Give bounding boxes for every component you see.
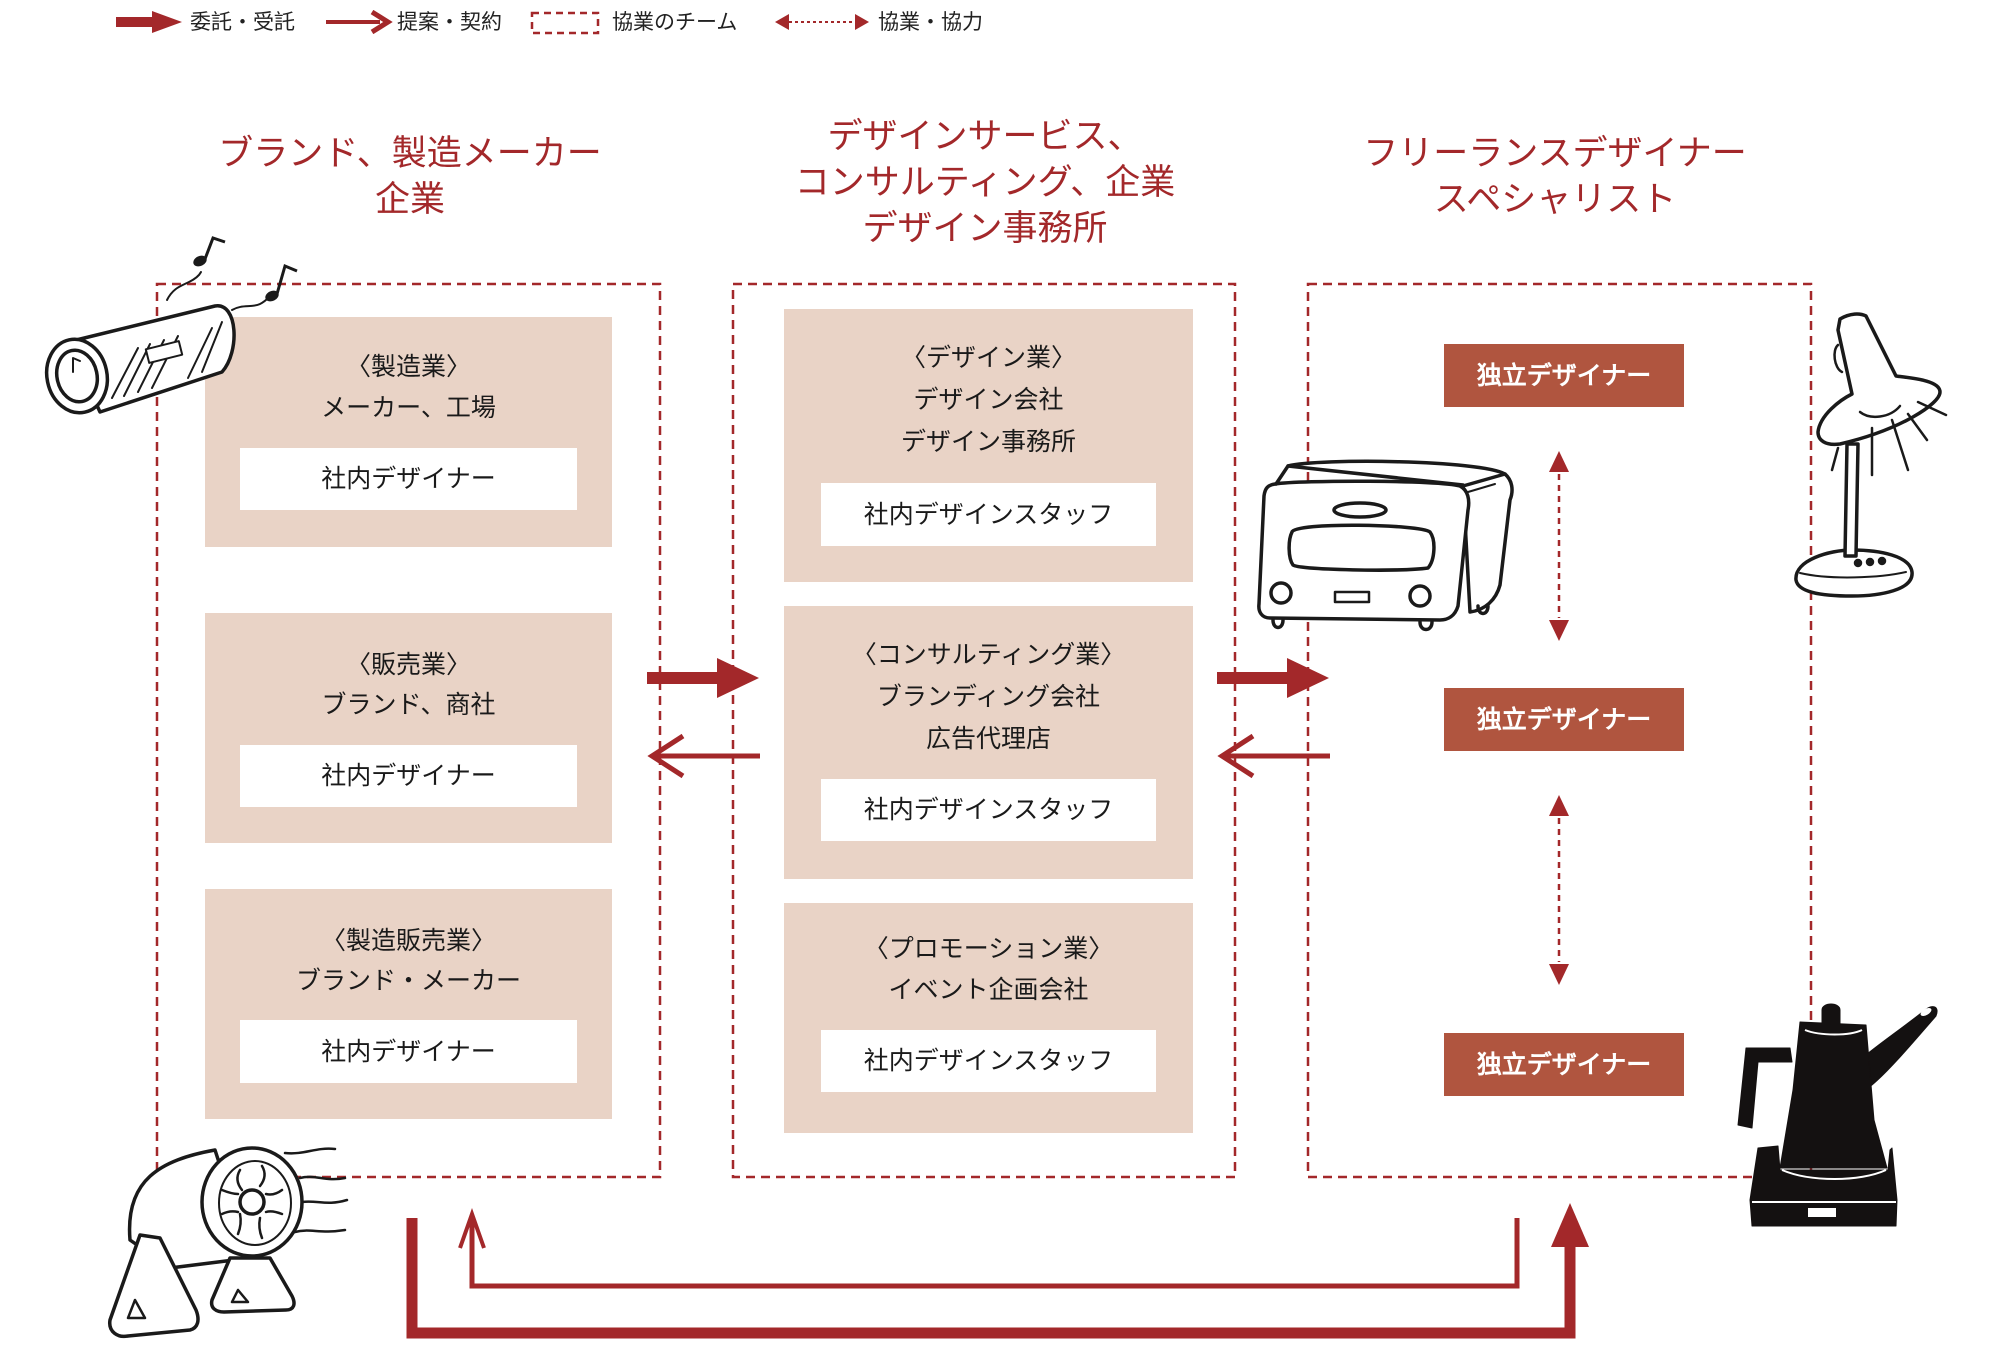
panel-heading: 〈製造業〉: [345, 352, 471, 381]
commission-arrow-service-to-freelance: [1217, 658, 1329, 698]
independent-designer-box: 独立デザイナー: [1444, 688, 1684, 751]
proposal-arrow-service-to-brand: [647, 733, 760, 779]
filled-arrow-icon: [116, 11, 182, 33]
independent-designer-box: 独立デザイナー: [1444, 344, 1684, 407]
music-note-icon: [193, 236, 298, 302]
panel-line: デザイン会社: [913, 385, 1064, 414]
inhouse-designer-box: 社内デザイナー: [240, 448, 577, 510]
title-line: デザイン事務所: [862, 209, 1108, 249]
title-line: コンサルティング、企業: [794, 163, 1176, 203]
panel-heading: 〈コンサルティング業〉: [851, 640, 1126, 669]
panel-line: ブランド、商社: [321, 690, 496, 719]
commission-arrow-brand-to-service: [647, 658, 759, 698]
panel-line: デザイン事務所: [900, 427, 1076, 456]
panel-heading: 〈プロモーション業〉: [863, 934, 1114, 963]
legend-label-proposal: 提案・契約: [397, 10, 502, 34]
inhouse-designer-box: 社内デザイナー: [240, 1020, 577, 1083]
legend-label-team: 協業のチーム: [612, 10, 738, 34]
collaboration-arrow-2: [1549, 795, 1569, 985]
panel-line: ブランド・メーカー: [295, 966, 521, 995]
title-line: 企業: [374, 180, 445, 220]
legend-label-collaboration: 協業・協力: [878, 10, 983, 34]
sales-panel: 〈販売業〉 ブランド、商社 社内デザイナー: [205, 613, 612, 843]
panel-line: イベント企画会社: [888, 975, 1089, 1004]
panel-heading: 〈デザイン業〉: [900, 343, 1076, 372]
proposal-arrow-freelance-to-service: [1217, 733, 1330, 779]
kettle-illustration: [1737, 1003, 1938, 1227]
inhouse-designer-box: 社内デザイナー: [240, 745, 577, 807]
fan-illustration: [108, 1146, 349, 1339]
service-team-box: [731, 282, 1237, 1179]
title-line: スペシャリスト: [1433, 180, 1677, 220]
inhouse-staff-box: 社内デザインスタッフ: [821, 779, 1156, 841]
brand-team-box: [155, 282, 662, 1179]
panel-line: メーカー、工場: [321, 393, 496, 422]
commission-arrow-brand-to-freelance: [406, 1203, 1589, 1339]
panel-line: ブランディング会社: [876, 682, 1101, 711]
collaboration-arrow-1: [1549, 451, 1569, 641]
title-line: ブランド、製造メーカー: [218, 134, 602, 174]
panel-heading: 〈販売業〉: [345, 650, 471, 679]
independent-designer-box: 独立デザイナー: [1444, 1033, 1684, 1096]
inhouse-staff-box: 社内デザインスタッフ: [821, 483, 1156, 546]
brand-column-title: ブランド、製造メーカー 企業: [198, 131, 622, 223]
dotted-double-arrow-icon: [775, 14, 869, 30]
freelance-team-box: [1306, 282, 1813, 1179]
freelance-column-title: フリーランスデザイナー スペシャリスト: [1345, 131, 1765, 223]
title-line: フリーランスデザイナー: [1363, 134, 1747, 174]
panel-line: 広告代理店: [925, 724, 1051, 753]
desk-lamp-illustration: [1794, 312, 1948, 598]
toaster-illustration: [1257, 459, 1514, 632]
design-industry-panel: 〈デザイン業〉 デザイン会社 デザイン事務所 社内デザインスタッフ: [784, 309, 1193, 582]
service-column-title: デザインサービス、 コンサルティング、企業 デザイン事務所: [775, 114, 1195, 252]
panel-heading: 〈製造販売業〉: [320, 926, 496, 955]
title-line: デザインサービス、: [827, 117, 1143, 157]
inhouse-staff-box: 社内デザインスタッフ: [821, 1030, 1156, 1092]
dashed-box-icon: [530, 11, 600, 35]
proposal-arrow-freelance-to-brand: [458, 1207, 1520, 1289]
manufacturing-sales-panel: 〈製造販売業〉 ブランド・メーカー 社内デザイナー: [205, 889, 612, 1119]
outline-arrow-icon: [326, 10, 393, 34]
consulting-industry-panel: 〈コンサルティング業〉 ブランディング会社 広告代理店 社内デザインスタッフ: [784, 606, 1193, 879]
manufacturing-panel: 〈製造業〉 メーカー、工場 社内デザイナー: [205, 317, 612, 547]
legend-label-commission: 委託・受託: [190, 10, 295, 34]
speaker-illustration: [44, 271, 271, 415]
promotion-industry-panel: 〈プロモーション業〉 イベント企画会社 社内デザインスタッフ: [784, 903, 1193, 1133]
